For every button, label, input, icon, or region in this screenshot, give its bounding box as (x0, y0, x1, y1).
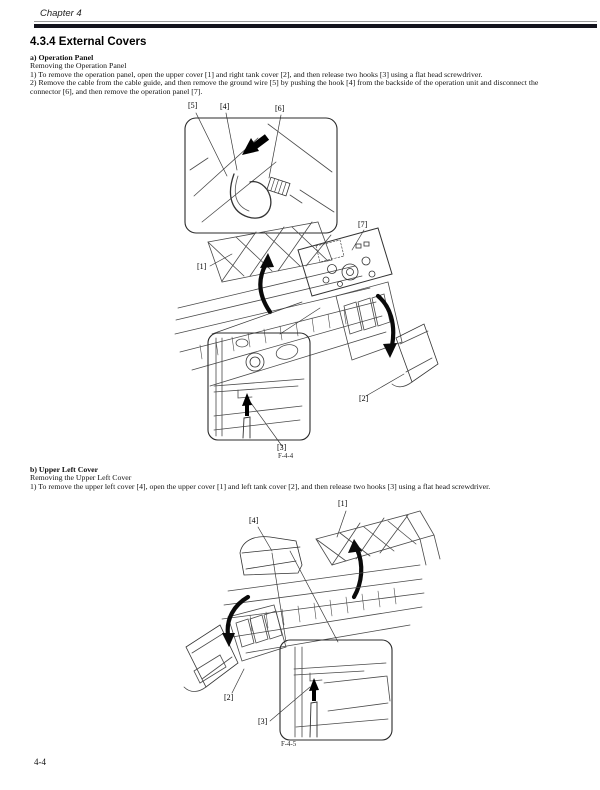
section-title: 4.3.4 External Covers (30, 36, 147, 48)
figure1-drawing (174, 112, 439, 447)
callout-label-1: [1] (197, 262, 207, 271)
hook-detail-art (293, 646, 391, 738)
callout-label-1: [1] (338, 499, 348, 508)
part-a-step-1: 1) To remove the operation panel, open t… (30, 69, 483, 79)
figure-upper-left-cover: [1] [4] [2] [3] F-4-5 (150, 495, 450, 757)
callout-label-3: [3] (258, 717, 268, 726)
part-a-subheading: Removing the Operation Panel (30, 61, 127, 71)
header-rule-thin (34, 21, 597, 22)
chapter-label: Chapter 4 (40, 8, 82, 19)
callout-label-2: [2] (359, 394, 369, 403)
arrow-up-icon (258, 253, 274, 315)
callout-label-7: [7] (358, 220, 368, 229)
part-a-text: a) Operation Panel Removing the Operatio… (30, 53, 571, 96)
part-a-heading: a) Operation Panel (30, 53, 94, 62)
callout-label-6: [6] (275, 104, 285, 113)
right-tank-cover-art (335, 281, 439, 388)
figure-operation-panel: [5] [4] [6] [7] [1] [2] [3] F-4-4 (150, 100, 450, 465)
printer-body-art (221, 564, 425, 654)
screwdriver-icon (242, 416, 251, 439)
hook-arrow-icon (242, 393, 252, 416)
figure2-leader-lines (231, 510, 347, 722)
callout-label-3: [3] (277, 443, 287, 452)
zoom-leader-lines (211, 301, 321, 335)
upper-left-cover-art (239, 536, 303, 576)
left-tank-cover-art (183, 604, 287, 692)
figure2-inset-hook-detail (279, 639, 393, 741)
header-rule-thick (34, 24, 597, 28)
part-b-subheading: Removing the Upper Left Cover (30, 473, 132, 483)
part-b-text: b) Upper Left Cover Removing the Upper L… (30, 465, 571, 491)
hook-arrow-icon (309, 678, 319, 701)
figure1-inset-cable-detail (184, 117, 338, 234)
screwdriver-icon (309, 701, 318, 738)
callout-label-5: [5] (188, 101, 198, 110)
callout-label-4: [4] (249, 516, 259, 525)
figure1-inset-hook-detail (207, 332, 311, 441)
arrow-up-icon (348, 539, 364, 600)
upper-cover-art (207, 221, 333, 283)
figure1-leader-lines (195, 112, 405, 447)
figure2-drawing (183, 510, 441, 741)
page-number: 4-4 (34, 757, 46, 767)
part-b-step-1: 1) To remove the upper left cover [4], o… (30, 481, 491, 491)
arrow-down-icon (222, 594, 251, 647)
operation-panel-art (297, 227, 393, 297)
arrow-down-icon (375, 293, 397, 358)
zoom-leader-lines (271, 550, 339, 643)
cable-detail-art (189, 123, 335, 223)
part-b-heading: b) Upper Left Cover (30, 465, 99, 474)
figure1-caption: F-4-4 (278, 453, 294, 460)
hook-detail-art (213, 337, 305, 437)
printer-body-art (174, 265, 387, 387)
figure2-caption: F-4-5 (281, 741, 297, 748)
callout-label-4: [4] (220, 102, 230, 111)
push-arrow-icon (242, 134, 270, 155)
part-a-step-2: 2) Remove the cable from the cable guide… (30, 78, 539, 96)
callout-label-2: [2] (224, 693, 234, 702)
upper-cover-art (315, 510, 441, 566)
